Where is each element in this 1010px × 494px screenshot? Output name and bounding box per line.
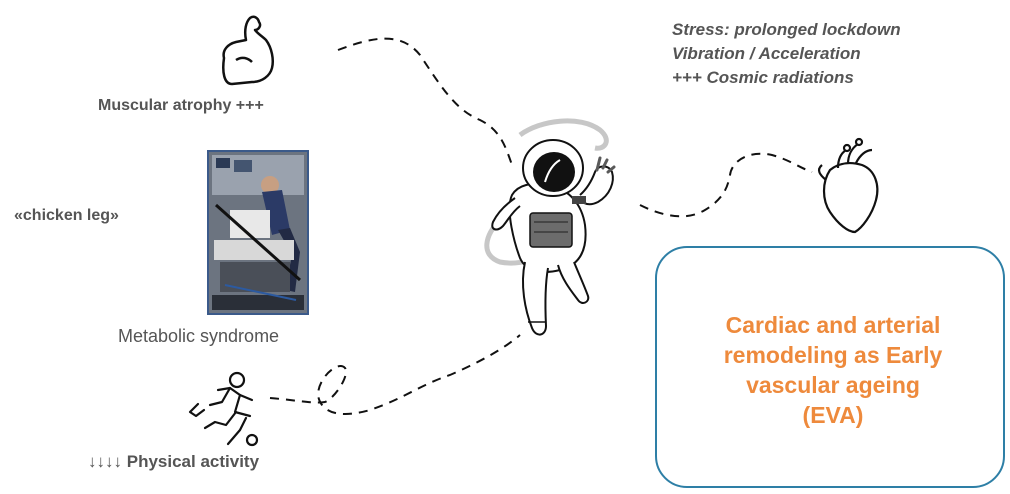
physical-activity-text: Physical activity [126,452,260,471]
stressor-item: Stress: prolonged lockdown [672,20,901,39]
eva-line: vascular ageing [746,372,920,398]
astronaut-figure [484,118,616,336]
connector-astronaut-heart [639,152,813,218]
astronaut-exercise-photo [207,150,309,315]
decrease-arrows: ↓↓↓↓ [88,452,122,471]
chicken-leg-label: «chicken leg» [14,207,119,224]
eva-title: Cardiac and arterial remodeling as Early… [668,310,998,430]
stressor-item: +++ Cosmic radiations [672,68,854,87]
heart-icon [817,137,879,234]
running-person-icon [188,371,259,447]
metabolic-syndrome-label: Metabolic syndrome [118,326,280,346]
physical-activity-label: ↓↓↓↓ Physical activity [88,452,259,472]
stressors-list: Stress: prolonged lockdown Vibration / A… [672,18,901,90]
connector-muscle-astronaut [337,37,513,166]
eva-line: Cardiac and arterial [725,312,941,338]
bicep-icon [222,15,274,86]
eva-line: (EVA) [802,402,864,428]
connector-activity-astronaut [269,334,521,415]
stressor-item: Vibration / Acceleration [672,44,861,63]
eva-box [655,246,1005,488]
muscular-atrophy-label: Muscular atrophy +++ [98,97,264,114]
eva-line: remodeling as Early [723,342,943,368]
